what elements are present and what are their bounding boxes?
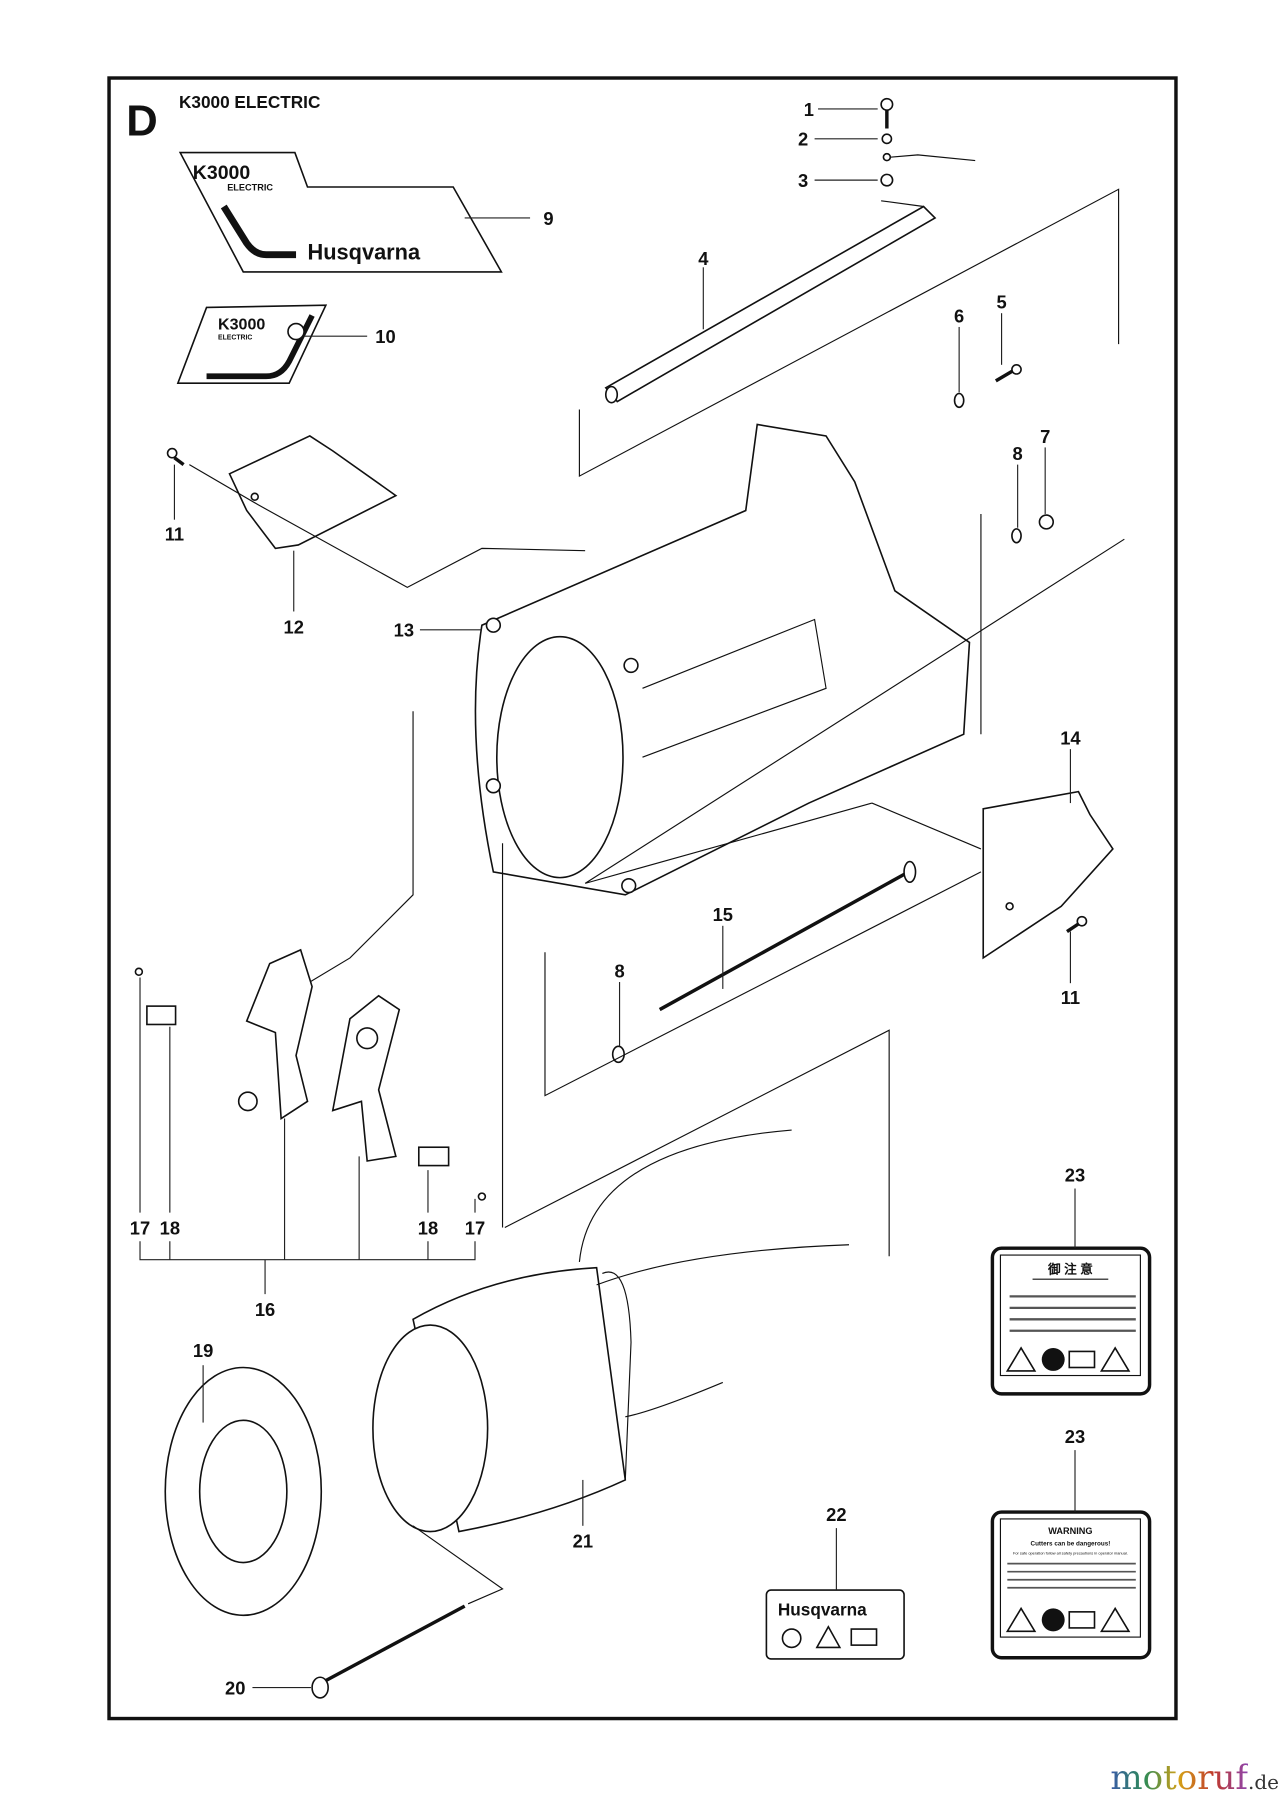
- callout-15: 15: [713, 904, 733, 925]
- washer: [1011, 528, 1022, 544]
- callout-11: 11: [165, 523, 184, 544]
- callout-2: 2: [798, 129, 808, 150]
- callout-14: 14: [1060, 728, 1081, 749]
- callout-7: 7: [1040, 426, 1050, 447]
- motor-housing: [474, 423, 971, 896]
- callout-8: 8: [1013, 443, 1023, 464]
- end-ring: [164, 1366, 323, 1617]
- callout-20: 20: [225, 1677, 245, 1698]
- safety-label-warning: WARNING Cutters can be dangerous! For sa…: [990, 1510, 1152, 1660]
- safety-label-japanese: 御 注 意: [990, 1246, 1152, 1396]
- brush-holder-right: [331, 994, 487, 1201]
- warning-label-line2: For safe operation follow all safety pre…: [1013, 1550, 1128, 1555]
- brush-holder-left: [134, 948, 313, 1120]
- cover-plate: [166, 435, 398, 550]
- callout-9: 9: [543, 208, 553, 229]
- handle-tube: [604, 200, 937, 404]
- brand-label-text: Husqvarna: [778, 1599, 867, 1619]
- callout-6: 6: [954, 305, 964, 326]
- long-bolt: [311, 1604, 466, 1699]
- warning-label-heading: WARNING: [1048, 1526, 1092, 1536]
- decal-sub-text: ELECTRIC: [227, 182, 273, 192]
- callout-1: 1: [804, 99, 814, 120]
- watermark: motoruf.de: [1110, 1758, 1279, 1798]
- callout-21: 21: [573, 1531, 593, 1552]
- callout-23: 23: [1065, 1165, 1085, 1186]
- callout-4: 4: [698, 248, 709, 269]
- diagram-title: K3000 ELECTRIC: [179, 92, 320, 112]
- decal-brand-text: Husqvarna: [308, 239, 421, 264]
- callout-18b: 18: [418, 1217, 438, 1238]
- watermark-tld: .de: [1248, 1770, 1279, 1794]
- callout-23b: 23: [1065, 1426, 1085, 1447]
- decal-small-sub-text: ELECTRIC: [218, 335, 252, 342]
- screw-and-washer: [953, 364, 1022, 409]
- callout-10: 10: [375, 326, 395, 347]
- decal-small: K3000 ELECTRIC: [176, 304, 328, 384]
- diagram-frame: [107, 76, 1178, 1721]
- callout-11b: 11: [1061, 987, 1080, 1008]
- decal-large: K3000 ELECTRIC Husqvarna: [178, 151, 503, 273]
- decal-model-text: K3000: [193, 162, 251, 184]
- watermark-main: motoruf: [1110, 1758, 1248, 1798]
- callout-8b: 8: [614, 960, 624, 981]
- section-letter: D: [126, 97, 157, 145]
- callout-17b: 17: [465, 1217, 485, 1238]
- screw-washer-stack: [880, 97, 976, 187]
- brand-label: Husqvarna: [765, 1589, 905, 1660]
- stator: [372, 1129, 850, 1533]
- callout-19: 19: [193, 1340, 213, 1361]
- callout-3: 3: [798, 170, 808, 191]
- nut: [1038, 514, 1055, 530]
- side-plate: [982, 790, 1114, 960]
- warning-label-line1: Cutters can be dangerous!: [1031, 1540, 1111, 1547]
- callout-5: 5: [996, 292, 1006, 313]
- callout-13: 13: [394, 620, 414, 641]
- callout-17: 17: [130, 1217, 150, 1238]
- callout-16: 16: [255, 1299, 275, 1320]
- tie-rod: [611, 860, 917, 1064]
- callout-numbers: 1 2 3 4 5 6 7 8 9 10 11 12 13 14 15 8 11…: [130, 99, 1085, 1699]
- callout-22: 22: [826, 1504, 846, 1525]
- jp-label-heading: 御 注 意: [1047, 1261, 1093, 1276]
- callout-12: 12: [284, 616, 304, 637]
- decal-small-model-text: K3000: [218, 315, 265, 333]
- callout-18: 18: [160, 1217, 180, 1238]
